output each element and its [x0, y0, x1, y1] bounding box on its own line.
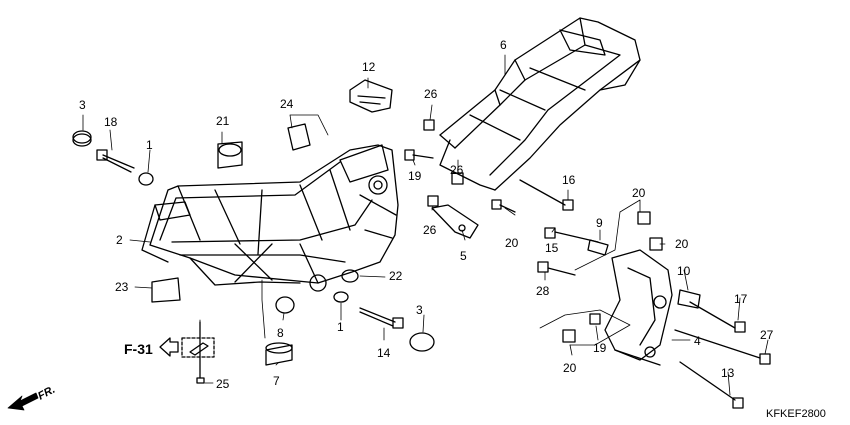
callout-21: 21	[216, 114, 230, 128]
callout-18: 19	[408, 169, 422, 183]
callout-5: 5	[460, 249, 467, 263]
callout-22: 22	[389, 269, 403, 283]
callout-14: 15	[545, 241, 559, 255]
callout-10: 10	[677, 264, 691, 278]
engine-hanger	[604, 249, 673, 366]
callout-27: 27	[760, 328, 774, 342]
reference-f31-marker	[159, 337, 215, 358]
callout-23: 23	[115, 280, 129, 294]
callout-19: 19	[593, 341, 607, 355]
callout-26: 26	[424, 87, 438, 101]
callout-12: 13	[721, 366, 735, 380]
callout-2: 2	[116, 233, 123, 247]
front-direction-arrow	[7, 392, 39, 411]
callout-7: 7	[273, 374, 280, 388]
callout-15: 16	[562, 173, 576, 187]
callout-3: 3	[79, 98, 86, 112]
bolts	[96, 149, 771, 409]
callout-17: 18	[104, 115, 118, 129]
callout-18-b: 20	[505, 236, 519, 250]
main-frame	[141, 144, 399, 292]
callout-28: 28	[536, 284, 550, 298]
callout-1-b: 1	[337, 320, 344, 334]
callout-3-b: 3	[416, 303, 423, 317]
bracket-5	[431, 204, 479, 239]
callout-9: 9	[596, 216, 603, 230]
callout-20: 20	[632, 186, 646, 200]
reference-label: F-31	[124, 341, 153, 357]
callout-16: 17	[734, 292, 748, 306]
callout-8: 8	[277, 326, 284, 340]
drawing-code: KFKEF2800	[766, 408, 826, 420]
callout-1: 1	[146, 138, 153, 152]
callout-26-c: 26	[423, 223, 437, 237]
callout-20-b: 20	[675, 237, 689, 251]
callout-6: 6	[500, 38, 507, 52]
callout-13: 14	[377, 346, 391, 360]
callout-4: 4	[694, 334, 701, 348]
callout-26-b: 26	[450, 163, 464, 177]
callout-20-c: 20	[563, 361, 577, 375]
callout-24: 24	[280, 97, 294, 111]
sub-frame	[439, 17, 641, 191]
callout-11: 12	[362, 60, 376, 74]
callout-25: 25	[216, 377, 230, 391]
pad-11	[349, 79, 393, 113]
